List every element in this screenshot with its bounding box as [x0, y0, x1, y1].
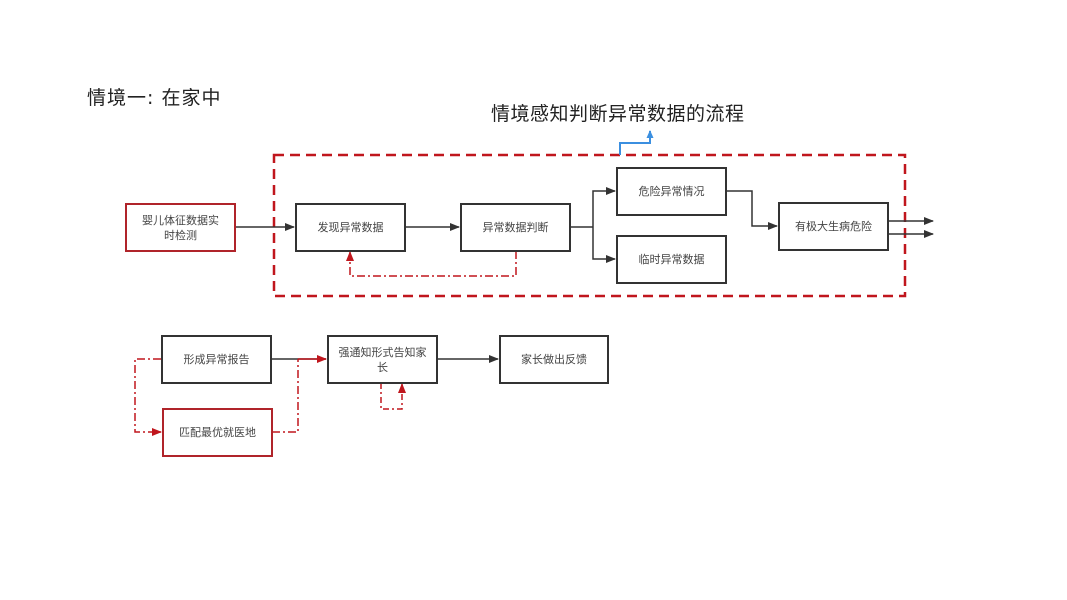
context-boundary [272, 153, 907, 298]
scenario-heading: 情境一: 在家中 [87, 87, 222, 109]
loop-report-to-hospital [134, 358, 162, 436]
arrow-branch-to-temporary [592, 227, 616, 263]
arrow-danger-to-risk [726, 190, 778, 230]
node-infant-monitor: 婴儿体征数据实时检测 [125, 203, 236, 252]
loop-hospital-to-notify [272, 359, 299, 433]
node-danger-case: 危险异常情况 [616, 167, 727, 216]
node-detect-abnormal: 发现异常数据 [295, 203, 406, 252]
node-high-risk: 有极大生病危险 [778, 202, 889, 251]
self-loop-notify [380, 383, 406, 410]
title-connector [619, 130, 654, 155]
flow-title: 情境感知判断异常数据的流程 [491, 103, 745, 125]
node-form-report: 形成异常报告 [161, 335, 272, 384]
node-temporary-abnormal: 临时异常数据 [616, 235, 727, 284]
node-notify-parents: 强通知形式告知家长 [327, 335, 438, 384]
node-match-hospital: 匹配最优就医地 [162, 408, 273, 457]
feedback-loop-judge-to-detect [346, 251, 517, 277]
node-parent-feedback: 家长做出反馈 [499, 335, 609, 384]
node-judge-abnormal: 异常数据判断 [460, 203, 571, 252]
arrow-branch-to-danger [592, 187, 616, 227]
